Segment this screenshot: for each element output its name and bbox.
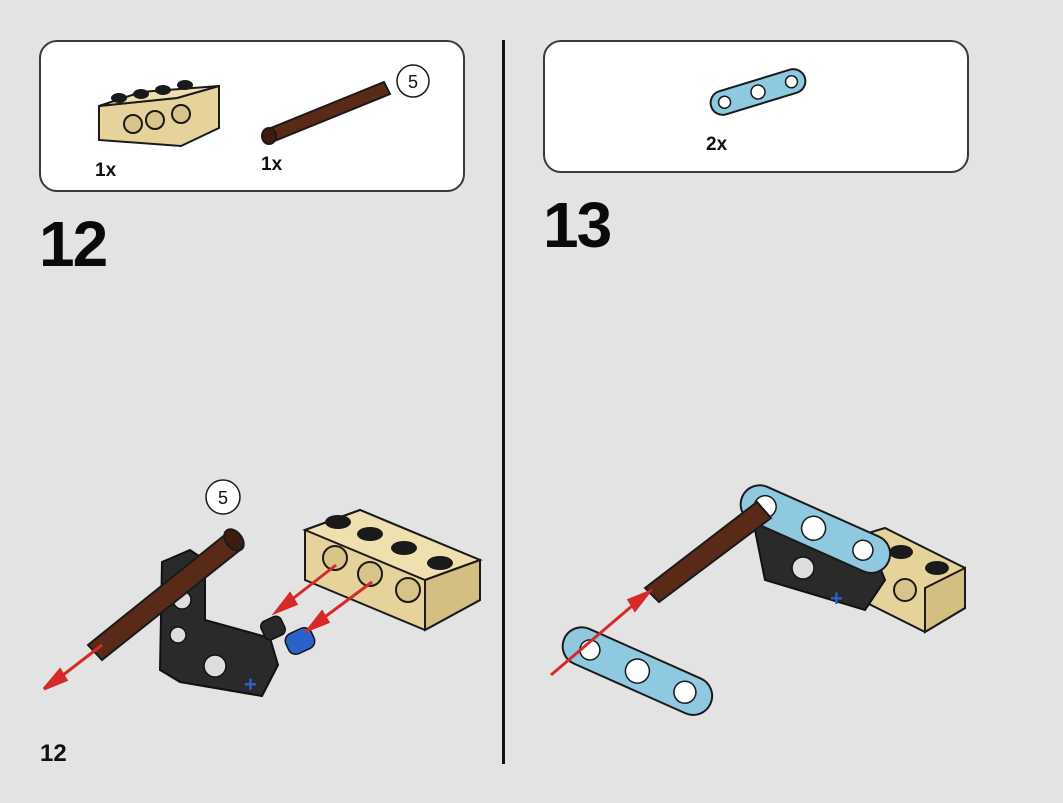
page-number: 12 xyxy=(40,740,67,767)
axle-length-text: 5 xyxy=(218,488,228,508)
blue-pin-icon xyxy=(260,615,316,656)
step-number-12: 12 xyxy=(39,208,108,280)
axle-length-callout: 5 xyxy=(396,64,430,98)
axle-length-text: 5 xyxy=(408,72,418,92)
red-arrow-icon xyxy=(550,588,654,677)
quantity-blue-beam: 2x xyxy=(706,134,728,155)
svg-text:+: + xyxy=(244,672,257,697)
quantity-tan-brick: 1x xyxy=(95,160,117,181)
brown-axle-icon xyxy=(86,528,245,662)
svg-text:+: + xyxy=(830,586,843,611)
page-divider xyxy=(502,40,505,764)
step-number-13: 13 xyxy=(543,189,612,261)
step-12-assembly-illustration: + 5 xyxy=(42,479,483,698)
light-blue-beam-icon xyxy=(561,626,714,716)
light-blue-beam-icon xyxy=(709,68,807,116)
step-13-assembly-illustration: + xyxy=(550,484,966,716)
red-arrow-icon xyxy=(42,563,373,691)
quantity-axle: 1x xyxy=(261,154,283,175)
tan-brick-icon xyxy=(98,80,220,148)
axle-length-callout xyxy=(205,479,241,515)
tan-brick-icon xyxy=(302,508,483,632)
brown-axle-icon xyxy=(261,80,392,145)
brown-axle-icon xyxy=(643,500,773,604)
parts-list-box-step-13: 2x xyxy=(543,40,969,173)
parts-list-box-step-12: 1x 1x 5 xyxy=(39,40,465,192)
